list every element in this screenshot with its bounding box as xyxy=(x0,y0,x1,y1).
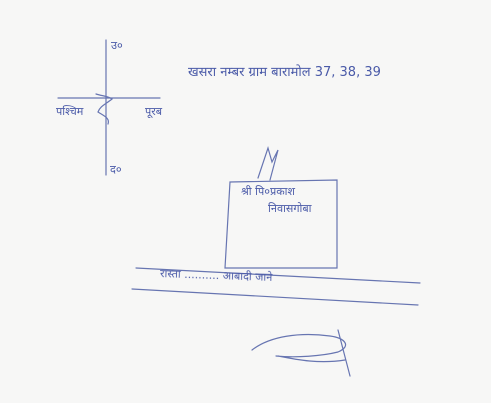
compass-south-label: द० xyxy=(110,163,122,176)
compass-squiggle xyxy=(95,93,113,125)
compass-west-label: पश्चिम xyxy=(56,105,84,118)
plot-owner-line1: श्री पि०प्रकाश xyxy=(241,185,295,198)
plot-owner-line2: निवासगोबा xyxy=(268,202,312,215)
plot-boundary xyxy=(224,179,338,269)
road-line-bottom xyxy=(131,288,419,306)
signature-strokes xyxy=(251,329,351,377)
compass-east-label: पूरब xyxy=(145,105,163,118)
survey-number-note: खसरा नम्बर ग्राम बारामोल 37, 38, 39 xyxy=(188,65,381,80)
road-line-top xyxy=(135,267,421,284)
compass-north-label: उ० xyxy=(111,39,123,52)
plot-scribble xyxy=(257,145,279,181)
